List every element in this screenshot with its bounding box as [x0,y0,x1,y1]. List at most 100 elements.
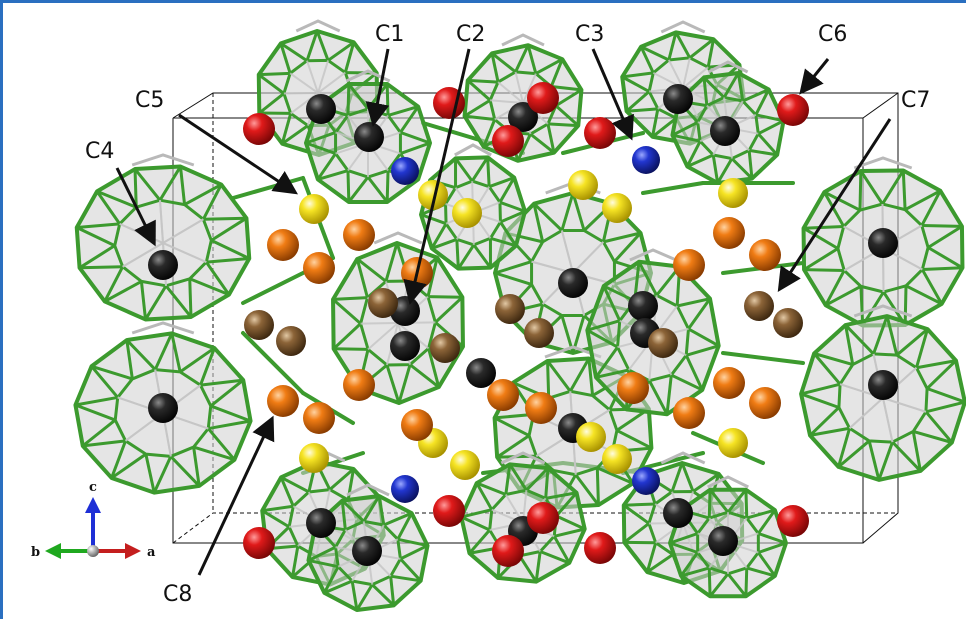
atom-blue [391,157,419,185]
atom-red [243,113,275,145]
arrow-c8 [197,415,275,576]
atom-yellow [718,428,748,458]
label-c2: C2 [456,22,485,47]
atom-brown [773,308,803,338]
axis-c-label: c [89,480,97,495]
atom-yellow [452,198,482,228]
atom-red [584,532,616,564]
atom-black [306,508,336,538]
arrow-c7 [777,118,892,293]
atom-orange [713,367,745,399]
atom-black [390,331,420,361]
atom-black [148,393,178,423]
atom-brown [368,288,398,318]
cage-connector [721,351,805,365]
atom-red [433,495,465,527]
axis-a-label: a [147,545,156,560]
atom-orange [487,379,519,411]
label-c3: C3 [575,22,604,47]
atom-red [584,117,616,149]
axis-b-head [45,543,61,559]
atom-blue [632,146,660,174]
atom-orange [749,387,781,419]
label-c8: C8 [163,582,192,607]
atom-black [306,94,336,124]
atom-orange [713,217,745,249]
label-c5: C5 [135,88,164,113]
label-c7: C7 [901,88,930,113]
atom-black [708,526,738,556]
arrow-c4 [115,167,156,247]
atom-orange [267,229,299,261]
atom-black [148,250,178,280]
atom-black [354,122,384,152]
cage-connector [241,331,305,395]
atom-orange [673,249,705,281]
arrow-c3 [591,48,634,141]
axes-indicator: c a b [31,480,156,560]
arrow-c5 [178,113,298,195]
atom-orange [525,392,557,424]
atom-yellow [299,194,329,224]
atom-blue [632,467,660,495]
atom-brown [648,328,678,358]
atom-orange [303,252,335,284]
label-c1: C1 [375,22,404,47]
atom-brown [495,294,525,324]
cage-left-upper [74,153,252,322]
atom-red [527,82,559,114]
atom-brown [276,326,306,356]
atom-brown [430,333,460,363]
atoms [148,82,898,567]
atom-yellow [602,193,632,223]
atom-orange [749,239,781,271]
atom-red [777,94,809,126]
atom-black [868,228,898,258]
atom-red [492,125,524,157]
atom-black [352,536,382,566]
atom-blue [391,475,419,503]
atom-yellow [576,422,606,452]
label-c4: C4 [85,139,114,164]
atom-yellow [450,450,480,480]
label-c6: C6 [818,22,847,47]
axis-c-head [85,497,101,513]
cage-connector [641,181,705,195]
axis-origin [87,545,99,557]
atom-brown [524,318,554,348]
atom-yellow [568,170,598,200]
atom-orange [617,372,649,404]
atom-black [508,102,538,132]
arrow-c2 [403,48,471,305]
polyhedral-cages [73,19,966,613]
atom-red [243,527,275,559]
crystal-structure-diagram: C1 C2 C3 C4 C5 C6 C7 C8 c a b [31,19,966,613]
atom-yellow [418,180,448,210]
atom-brown [744,291,774,321]
atom-orange [343,219,375,251]
atom-black [558,268,588,298]
axis-a-head [125,543,141,559]
atom-orange [673,397,705,429]
atom-orange [303,402,335,434]
arrow-c1 [365,48,390,127]
atom-orange [267,385,299,417]
atom-red [527,502,559,534]
site-annotations: C1 C2 C3 C4 C5 C6 C7 C8 [85,22,930,607]
atom-orange [401,409,433,441]
atom-red [777,505,809,537]
axis-b-label: b [31,545,40,560]
atom-black [466,358,496,388]
atom-black [628,291,658,321]
atom-yellow [718,178,748,208]
atom-black [663,498,693,528]
atom-black [868,370,898,400]
atom-yellow [602,444,632,474]
atom-yellow [299,443,329,473]
atom-black [710,116,740,146]
cage-connector [231,176,305,200]
atom-black [663,84,693,114]
atom-orange [343,369,375,401]
atom-brown [244,310,274,340]
